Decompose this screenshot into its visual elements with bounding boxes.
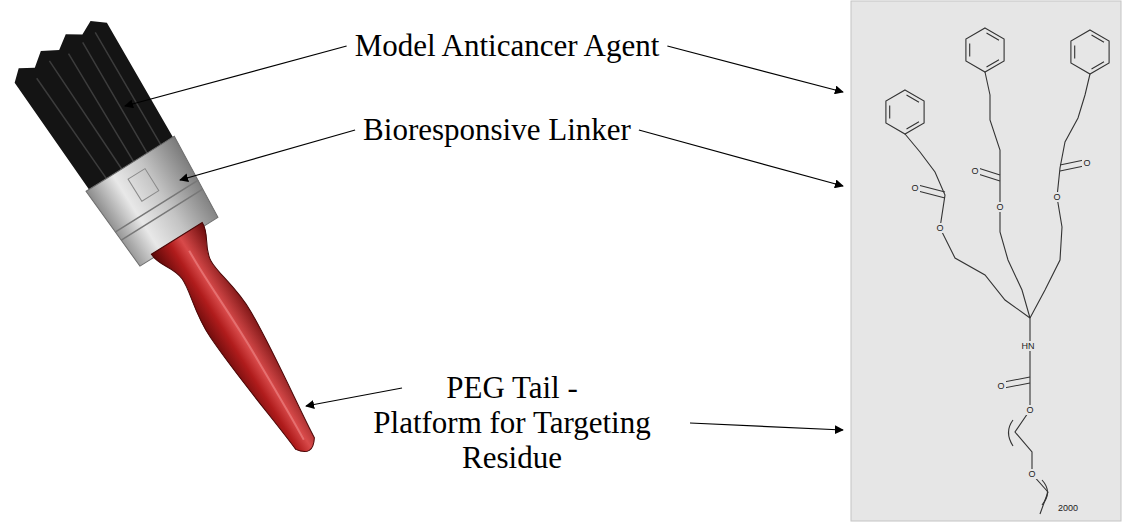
atom-label: O: [996, 381, 1005, 391]
brush-handle: [151, 222, 334, 466]
atom-label-holder: O: [1025, 405, 1034, 415]
part-label: Bioresponsive Linker: [363, 112, 631, 147]
leader-arrow: [667, 46, 843, 92]
atom-label-holder: HN: [1021, 341, 1036, 351]
line-spacer: [342, 370, 422, 405]
subscript-number: 2000: [1057, 503, 1079, 513]
atom-label-holder: O: [996, 381, 1005, 391]
ferrule-stamp: [128, 169, 159, 202]
part-label: Model Anticancer Agent: [355, 28, 660, 63]
atom-label-holder: O: [1082, 158, 1091, 168]
carbonyl-bond: [1060, 160, 1084, 171]
part-label-holder: Model Anticancer Agent: [355, 28, 660, 63]
handle-highlight: [187, 250, 307, 439]
atom-label-holder: O: [935, 223, 944, 233]
paintbrush-illustration: [7, 12, 356, 479]
atom-label: O: [910, 183, 919, 193]
benzene-ring: [1071, 30, 1109, 74]
leader-arrow: [306, 388, 402, 406]
atom-label: HN: [1021, 341, 1036, 351]
atom-label: O: [1082, 158, 1091, 168]
atom-label-holder: O: [1052, 192, 1061, 202]
chemical-structure: [886, 28, 1109, 514]
peg-chain-bond: [1015, 410, 1048, 514]
carbonyl-bond: [978, 168, 1000, 181]
leader-arrow: [690, 423, 843, 430]
line-spacer: [602, 370, 682, 405]
benzene-ring: [966, 28, 1004, 72]
part-label: PEG Tail - Platform for Targeting Residu…: [342, 370, 682, 475]
carbamate-bond: [1029, 318, 1030, 410]
atom-label: O: [935, 223, 944, 233]
atom-label: O: [1025, 405, 1034, 415]
atom-label: O: [1052, 192, 1061, 202]
part-label-holder: Bioresponsive Linker: [363, 112, 631, 147]
repeat-bracket: [1042, 480, 1048, 505]
subscript-number-holder: 2000: [1057, 503, 1079, 513]
ester-arm-bond: [1030, 74, 1090, 318]
ester-arm-bond: [985, 72, 1030, 318]
structure-panel: [851, 1, 1121, 521]
leader-arrow: [180, 130, 355, 180]
part-label-holder: PEG Tail - Platform for Targeting Residu…: [342, 370, 682, 475]
leader-arrow: [125, 46, 347, 106]
repeat-bracket: [1009, 420, 1014, 446]
leader-arrow: [639, 130, 843, 186]
carbonyl-bond: [1004, 377, 1030, 388]
atom-label-holder: O: [995, 202, 1004, 212]
atom-label-holder: O: [970, 166, 979, 176]
atom-label: O: [995, 202, 1004, 212]
atom-label-holder: O: [910, 183, 919, 193]
ester-arm-bond: [905, 134, 1030, 318]
carbonyl-bond: [918, 185, 945, 198]
atom-label: O: [970, 166, 979, 176]
benzene-ring: [886, 90, 924, 134]
atom-label: O: [1027, 469, 1036, 479]
atom-label-holder: O: [1027, 469, 1036, 479]
